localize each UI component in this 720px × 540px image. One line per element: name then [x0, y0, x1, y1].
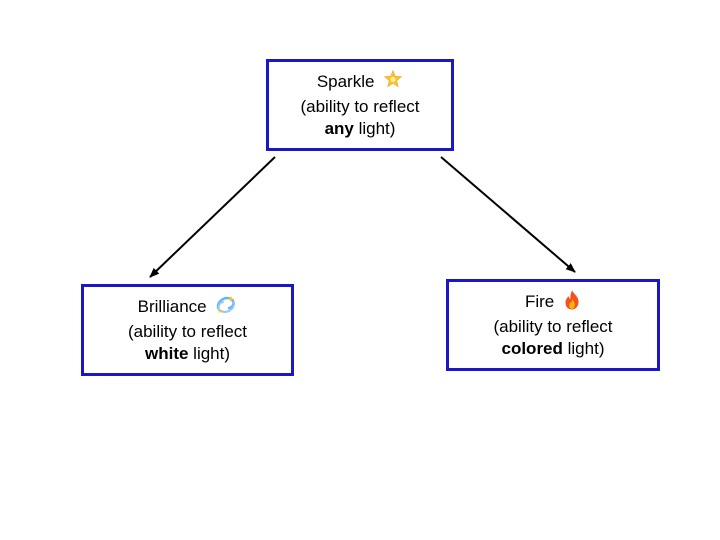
dizzy-swirl-icon	[215, 295, 237, 321]
node-sparkle: Sparkle (ability to reflect any light)	[266, 59, 454, 151]
arrow-sparkle-to-brilliance	[149, 156, 276, 278]
node-fire-keyword: colored	[501, 339, 563, 358]
node-sparkle-desc-rest: light)	[353, 119, 396, 138]
node-fire: Fire (ability to reflect colored light)	[446, 279, 660, 371]
node-sparkle-desc-line1: (ability to reflect	[300, 97, 420, 116]
node-brilliance-title: Brilliance	[137, 297, 207, 316]
arrow-sparkle-to-fire	[440, 156, 576, 273]
node-brilliance: Brilliance (ability to reflect white lig…	[81, 284, 294, 376]
node-brilliance-desc-rest: light)	[188, 344, 231, 363]
node-fire-desc-line1: (ability to reflect	[493, 317, 613, 336]
node-fire-desc-rest: light)	[562, 339, 605, 358]
node-fire-desc-line2: colored light)	[502, 338, 605, 360]
node-brilliance-title-line: Brilliance	[138, 295, 238, 321]
node-sparkle-keyword: any	[324, 119, 354, 138]
node-sparkle-title-line: Sparkle	[316, 69, 403, 96]
glowing-star-icon	[383, 69, 403, 96]
node-fire-title-line: Fire	[525, 290, 581, 316]
node-fire-title: Fire	[524, 292, 555, 311]
node-brilliance-desc-line2: white light)	[145, 343, 230, 365]
node-brilliance-desc-line1: (ability to reflect	[127, 322, 248, 341]
node-brilliance-keyword: white	[144, 344, 189, 363]
node-sparkle-desc-line2: any light)	[325, 118, 396, 140]
fire-icon	[563, 290, 581, 316]
node-sparkle-title: Sparkle	[316, 72, 375, 91]
